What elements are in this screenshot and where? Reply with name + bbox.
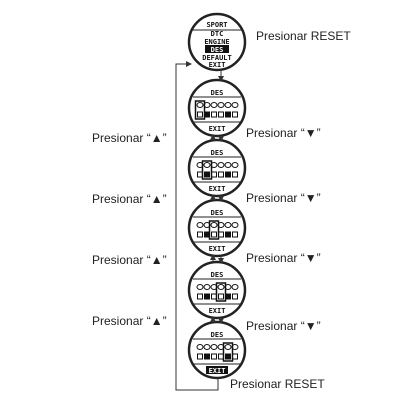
indicator-square-icon [232, 171, 238, 178]
des-screen-title: DES [211, 271, 224, 279]
indicator-oval-icon [231, 162, 239, 168]
indicator-oval-icon [196, 222, 204, 228]
des-screen-exit: EXIT [209, 125, 226, 133]
indicator-square-icon [197, 111, 203, 118]
menu-item-default: DEFAULT [202, 54, 232, 62]
selection-cursor [194, 100, 206, 120]
indicator-square-icon [225, 231, 231, 238]
des-screen-title: DES [211, 209, 224, 217]
selection-cursor [201, 160, 213, 180]
indicator-square-icon [232, 231, 238, 238]
indicator-oval-icon [210, 344, 218, 350]
indicator-square-icon [218, 293, 224, 300]
indicator-oval-icon [203, 344, 211, 350]
indicator-oval-icon [196, 102, 204, 108]
label-press-down-3: Presionar “▼” [246, 251, 321, 265]
label-press-reset-bottom: Presionar RESET [230, 377, 325, 391]
des-screens: DES EXIT DES EXIT DES EXIT DES EXIT DES EXIT [187, 78, 247, 380]
indicator-square-icon [204, 293, 210, 300]
des-screen: DES EXIT [187, 78, 247, 138]
des-screen: DES EXIT [187, 260, 247, 320]
reset-loop-path [175, 61, 219, 391]
indicator-square-icon [197, 293, 203, 300]
des-screen-exit: EXIT [209, 185, 226, 193]
indicator-square-icon [197, 353, 203, 360]
selection-cursor [215, 282, 227, 302]
label-press-up-3: Presionar “▲” [92, 253, 167, 267]
indicator-oval-icon [210, 222, 218, 228]
indicator-square-icon [218, 111, 224, 118]
menu-item-des-selected: DES [211, 46, 224, 54]
indicator-square-icon [218, 171, 224, 178]
indicator-square-icon [211, 111, 217, 118]
label-press-reset-top: Presionar RESET [256, 29, 351, 43]
indicator-square-icon [225, 353, 231, 360]
indicator-square-icon [232, 111, 238, 118]
indicator-square-icon [197, 231, 203, 238]
label-press-down-2: Presionar “▼” [246, 191, 321, 205]
menu-item-exit: EXIT [209, 61, 226, 69]
des-screen: DES EXIT [187, 198, 247, 258]
indicator-oval-icon [224, 344, 232, 350]
indicator-oval-icon [224, 102, 232, 108]
indicator-oval-icon [224, 222, 232, 228]
indicator-oval-icon [231, 102, 239, 108]
indicator-oval-icon [196, 344, 204, 350]
selection-cursor [222, 342, 234, 362]
des-screen-exit: EXIT [209, 245, 226, 253]
indicator-oval-icon [217, 102, 225, 108]
indicator-square-icon [204, 171, 210, 178]
label-press-down-1: Presionar “▼” [246, 126, 321, 140]
indicator-square-icon [211, 231, 217, 238]
indicator-square-icon [204, 353, 210, 360]
indicator-square-icon [232, 293, 238, 300]
des-screen-exit: EXIT [209, 367, 226, 375]
des-screen-title: DES [211, 331, 224, 339]
connectors [210, 70, 224, 324]
menu-item-dtc: DTC [211, 30, 224, 38]
indicator-square-icon [211, 353, 217, 360]
menu-item-sport: SPORT [206, 21, 227, 29]
des-screen-exit: EXIT [209, 307, 226, 315]
des-screen-title: DES [211, 149, 224, 157]
des-screen: DES EXIT [187, 320, 247, 380]
des-screen: DES EXIT [187, 138, 247, 198]
menu-screen: SPORT DTC ENGINE DES DEFAULT EXIT [187, 12, 247, 72]
indicator-square-icon [225, 171, 231, 178]
des-screen-title: DES [211, 89, 224, 97]
indicator-oval-icon [231, 284, 239, 290]
indicator-square-icon [225, 111, 231, 118]
label-press-down-4: Presionar “▼” [246, 319, 321, 333]
indicator-oval-icon [217, 162, 225, 168]
indicator-oval-icon [203, 162, 211, 168]
indicator-oval-icon [224, 162, 232, 168]
selection-cursor [208, 220, 220, 240]
indicator-oval-icon [231, 222, 239, 228]
menu-item-engine: ENGINE [204, 38, 229, 46]
indicator-oval-icon [196, 284, 204, 290]
label-press-up-4: Presionar “▲” [92, 314, 167, 328]
label-press-up-1: Presionar “▲” [92, 131, 167, 145]
indicator-oval-icon [210, 102, 218, 108]
indicator-oval-icon [217, 284, 225, 290]
indicator-oval-icon [203, 284, 211, 290]
label-press-up-2: Presionar “▲” [92, 192, 167, 206]
